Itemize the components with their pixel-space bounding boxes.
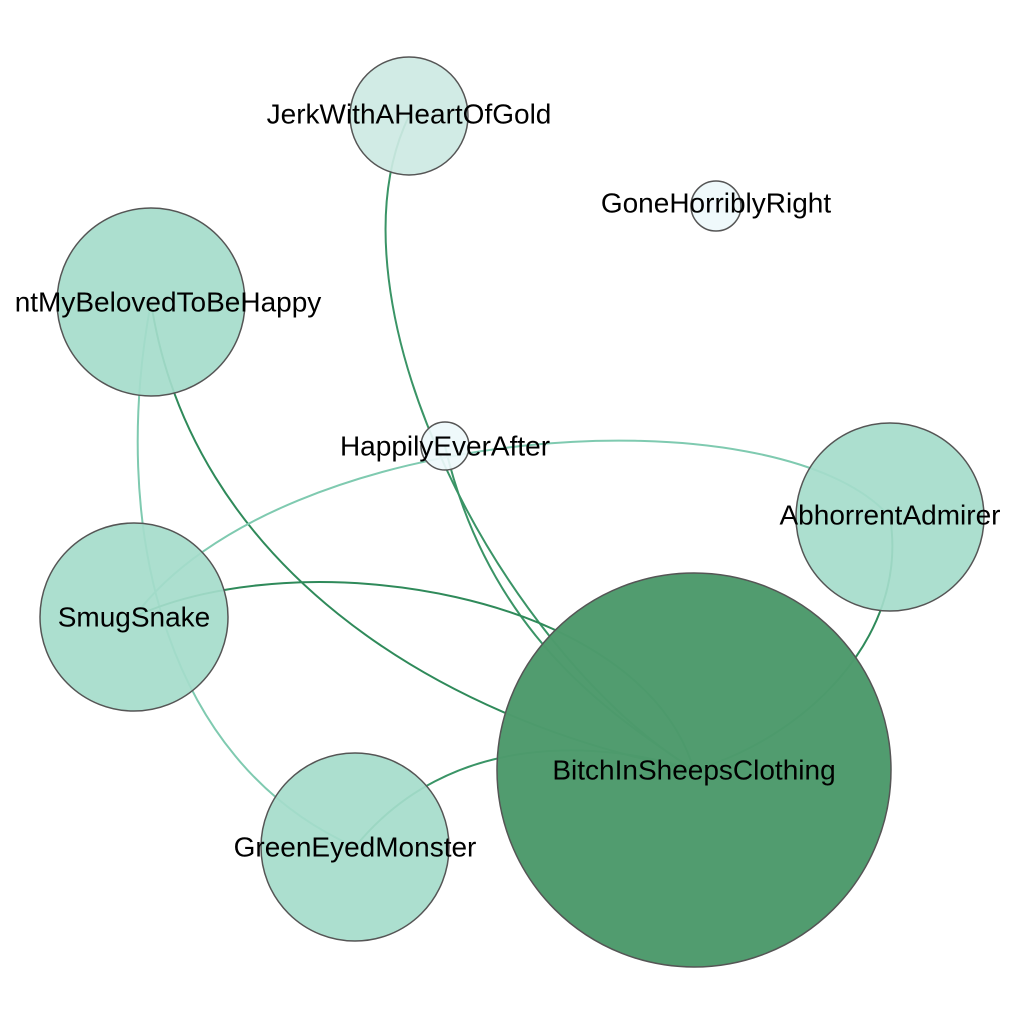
node-label-abhorrent: AbhorrentAdmirer [780,500,1001,531]
node-abhorrent[interactable] [795,422,985,612]
node-label-smug: SmugSnake [58,602,211,633]
node-label-bitch: BitchInSheepsClothing [552,755,835,786]
node-green[interactable] [260,752,450,942]
node-smug[interactable] [39,522,229,712]
node-label-gone: GoneHorriblyRight [601,188,832,219]
node-bitch[interactable] [496,572,892,968]
node-happily[interactable] [420,421,470,471]
node-label-happily: HappilyEverAfter [340,431,550,462]
node-gone[interactable] [690,180,742,232]
node-jerk[interactable] [349,56,469,176]
node-beloved[interactable] [56,207,246,397]
node-label-jerk: JerkWithAHeartOfGold [267,99,552,130]
node-label-beloved: ntMyBelovedToBeHappy [15,287,322,318]
nodes-layer [39,56,985,968]
node-label-green: GreenEyedMonster [234,832,477,863]
